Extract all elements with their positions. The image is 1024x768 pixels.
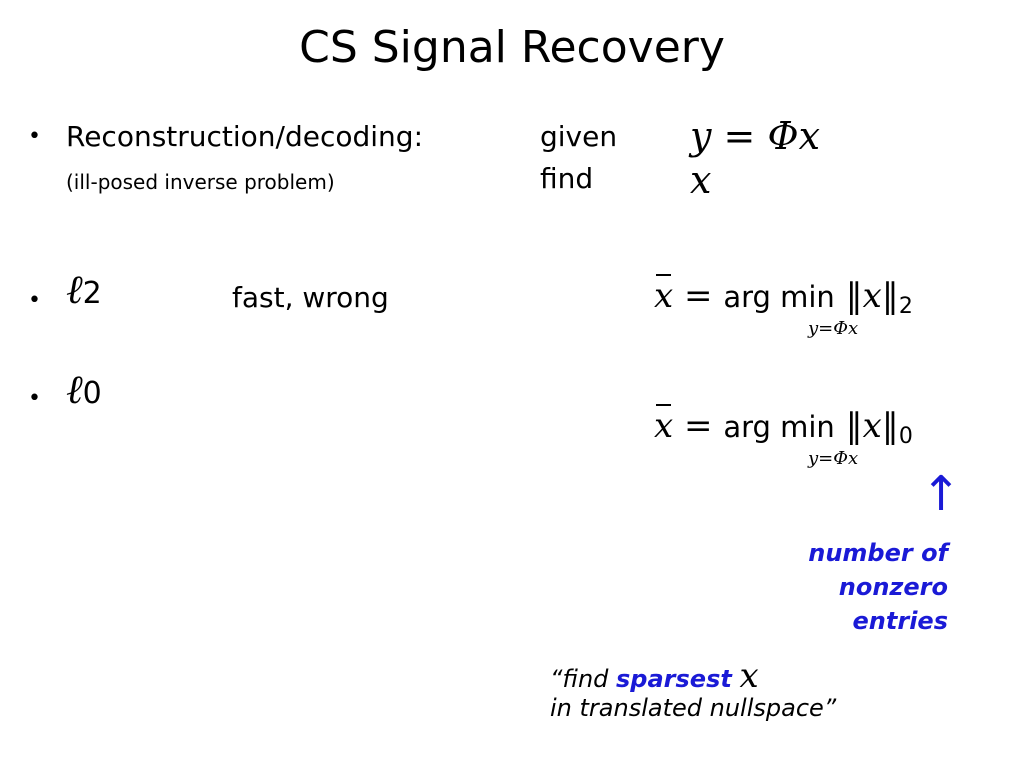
- quote-prefix: “find: [550, 665, 617, 693]
- quote-variable: x: [739, 656, 759, 696]
- find-label: find: [540, 162, 594, 195]
- ell0-symbol: ℓ0: [66, 366, 102, 413]
- quote-line-1: “find sparsest x: [550, 656, 759, 696]
- l0-constraint: y=Φx: [808, 448, 859, 469]
- l0-norm-subscript: 0: [898, 424, 913, 449]
- given-equation: y = Φx: [690, 114, 821, 158]
- l2-norm-subscript: 2: [898, 294, 913, 319]
- fast-wrong-comment: fast, wrong: [232, 281, 389, 314]
- l2-equation: x = arg min ‖x‖2: [654, 274, 913, 319]
- reconstruction-label: Reconstruction/decoding:: [66, 120, 424, 153]
- slide-title: CS Signal Recovery: [299, 22, 725, 73]
- l2-argmin: arg min: [723, 280, 835, 314]
- l2-equals: =: [684, 276, 713, 316]
- given-label: given: [540, 120, 618, 153]
- ell0-letter: ℓ: [66, 367, 83, 413]
- l0-equation: x = arg min ‖x‖0: [654, 404, 913, 449]
- annotation-line-3: entries: [852, 607, 948, 635]
- l2-xhat: x: [654, 274, 674, 316]
- quote-sparsest: sparsest: [616, 665, 732, 693]
- find-variable: x: [690, 158, 712, 202]
- ell2-letter: ℓ: [66, 267, 83, 313]
- l2-constraint: y=Φx: [808, 318, 859, 339]
- annotation-line-2: nonzero: [838, 573, 948, 601]
- bullet-3-glyph: •: [28, 386, 41, 411]
- quote-line-2: in translated nullspace”: [550, 694, 837, 722]
- annotation-line-1: number of: [808, 539, 948, 567]
- l2-norm: ‖x‖: [845, 276, 899, 316]
- nonzero-annotation: number of nonzero entries: [808, 536, 948, 638]
- l0-xhat: x: [654, 404, 674, 446]
- l0-equals: =: [684, 406, 713, 446]
- bullet-1-glyph: •: [28, 124, 41, 149]
- ell2-symbol: ℓ2: [66, 266, 102, 313]
- ell0-subscript: 0: [82, 376, 102, 411]
- ill-posed-sublabel: (ill-posed inverse problem): [66, 170, 335, 194]
- bullet-2-glyph: •: [28, 288, 41, 313]
- up-arrow-icon: ↑: [921, 466, 962, 522]
- l0-argmin: arg min: [723, 410, 835, 444]
- ell2-subscript: 2: [82, 276, 102, 311]
- l0-norm: ‖x‖: [845, 406, 899, 446]
